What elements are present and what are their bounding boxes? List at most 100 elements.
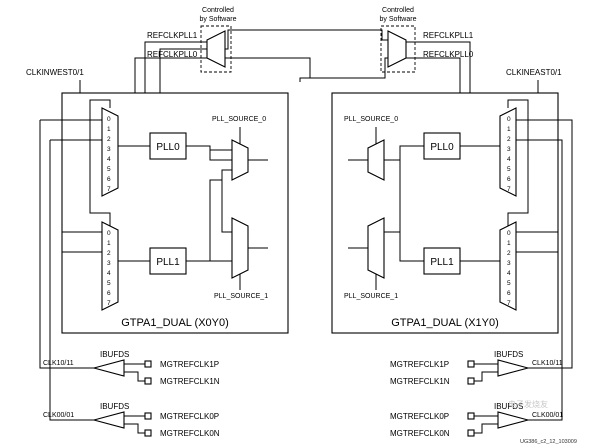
clkineast-label: CLKINEAST0/1 xyxy=(506,68,562,77)
mux-input-label: 5 xyxy=(507,166,511,173)
pad-p xyxy=(144,360,152,368)
pll1-block-left xyxy=(149,247,187,275)
mux-input-label: 2 xyxy=(107,136,111,143)
mux-input-label: 4 xyxy=(107,270,111,277)
ibufds-label: IBUFDS xyxy=(100,402,129,411)
mux-input-label: 7 xyxy=(507,186,511,193)
wire xyxy=(124,423,145,434)
pad-n xyxy=(144,429,152,437)
mgtrefclk0p-left: MGTREFCLK0P xyxy=(160,412,219,421)
wire xyxy=(89,99,111,226)
clkinwest-label: CLKINWEST0/1 xyxy=(26,68,84,77)
mgtrefclk1p-left: MGTREFCLK1P xyxy=(160,360,219,369)
figure-id: UG386_c2_12_103009 xyxy=(520,439,577,445)
ibufds-right-top: IBUFDS CLK10/11 MGTREFCLK1P MGTREFCLK1N xyxy=(390,350,563,386)
wire xyxy=(474,371,498,382)
pll-source-0-mux-left xyxy=(231,139,249,181)
mux-input-label: 1 xyxy=(107,126,111,133)
mux-left-upper xyxy=(101,107,119,197)
mux-input-label: 7 xyxy=(507,300,511,307)
mgtrefclk1n-left: MGTREFCLK1N xyxy=(160,377,220,386)
mux-input-label: 5 xyxy=(107,166,111,173)
ibufds-left-bottom: IBUFDS CLK00/01 MGTREFCLK0P MGTREFCLK0N xyxy=(43,402,220,438)
pll0-label-right: PLL0 xyxy=(430,142,454,153)
mux-input-label: 1 xyxy=(507,240,511,247)
refclkpll1-label-left: REFCLKPLL1 xyxy=(147,31,198,40)
pll-source-1-label-left: PLL_SOURCE_1 xyxy=(214,293,268,300)
mgtrefclk0n-right: MGTREFCLK0N xyxy=(390,429,450,438)
wire xyxy=(507,99,529,226)
mux-left-lower-inputs: 0 1 2 3 4 5 6 7 xyxy=(107,230,111,307)
refclk-mux-right xyxy=(387,30,407,68)
mux-right-lower-inputs: 0 1 2 3 4 5 6 7 xyxy=(507,230,511,307)
mux-input-label: 6 xyxy=(507,290,511,297)
mux-input-label: 4 xyxy=(107,156,111,163)
ibufds-label: IBUFDS xyxy=(100,350,129,359)
mux-right-lower xyxy=(499,221,517,311)
mux-input-label: 0 xyxy=(507,230,511,237)
pll0-block-left xyxy=(149,132,187,160)
ibufds-left-top: IBUFDS CLK10/11 MGTREFCLK1P MGTREFCLK1N xyxy=(43,350,220,386)
pad-n xyxy=(467,429,475,437)
ibufds-label: IBUFDS xyxy=(494,402,523,411)
refclkpll1-label-right: REFCLKPLL1 xyxy=(423,31,474,40)
mux-input-label: 5 xyxy=(507,280,511,287)
mux-input-label: 3 xyxy=(107,146,111,153)
mux-input-label: 6 xyxy=(107,290,111,297)
wire xyxy=(384,145,424,161)
clk00-label-right: CLK00/01 xyxy=(532,412,563,419)
mux-right-upper-inputs: 0 1 2 3 4 5 6 7 xyxy=(507,116,511,193)
pad-p xyxy=(467,412,475,420)
mux-right-upper xyxy=(499,107,517,197)
wire xyxy=(209,146,232,151)
software-mux-left: Controlled by Software REFCLKPLL1 REFCLK… xyxy=(147,7,237,73)
refclkpll0-label-left: REFCLKPLL0 xyxy=(147,50,198,59)
mux-input-label: 7 xyxy=(107,300,111,307)
mux-left-upper-inputs: 0 1 2 3 4 5 6 7 xyxy=(107,116,111,193)
pll-source-1-mux-left xyxy=(231,217,249,279)
mux-input-label: 2 xyxy=(507,136,511,143)
software-control-box-right xyxy=(380,25,416,73)
wire-clk10 xyxy=(39,120,70,369)
pll-source-1-mux-right xyxy=(367,217,385,279)
mux-input-label: 2 xyxy=(507,250,511,257)
mgtrefclk0n-left: MGTREFCLK0N xyxy=(160,429,220,438)
watermark: 电子发烧友 xyxy=(508,399,548,409)
wire xyxy=(186,169,232,262)
pad-p xyxy=(144,412,152,420)
mgtrefclk1p-right: MGTREFCLK1P xyxy=(390,360,449,369)
wire xyxy=(384,231,424,262)
software-mux-right: Controlled by Software REFCLKPLL1 REFCLK… xyxy=(380,7,474,73)
wire-top-cross-upper xyxy=(225,29,388,50)
mux-input-label: 1 xyxy=(507,126,511,133)
refclk-mux-left xyxy=(206,30,226,68)
wire-clk10-right xyxy=(516,119,573,369)
mux-input-label: 3 xyxy=(107,260,111,267)
ibufds-label: IBUFDS xyxy=(494,350,523,359)
mux-input-label: 0 xyxy=(507,116,511,123)
mux-input-label: 6 xyxy=(507,176,511,183)
tile-left: 0 1 2 3 4 5 6 7 0 1 2 3 4 5 6 7 PLL0 PLL… xyxy=(39,92,289,421)
mux-left-lower xyxy=(101,221,119,311)
tile-right-name: GTPA1_DUAL (X1Y0) xyxy=(391,317,499,329)
ibufds-buffer xyxy=(497,411,531,429)
clk00-label-left: CLK00/01 xyxy=(43,412,74,419)
pll-source-0-mux-right xyxy=(367,139,385,181)
wire-right-refmux-return xyxy=(310,57,388,79)
wire xyxy=(474,423,498,434)
refclkpll0-label-right: REFCLKPLL0 xyxy=(423,50,474,59)
mux-input-label: 3 xyxy=(507,146,511,153)
pll0-label-left: PLL0 xyxy=(156,142,180,153)
mgtrefclk0p-right: MGTREFCLK0P xyxy=(390,412,449,421)
controlled-label-left-line1: Controlled xyxy=(202,7,234,14)
pad-p xyxy=(467,360,475,368)
mux-input-label: 2 xyxy=(107,250,111,257)
pll1-label-right: PLL1 xyxy=(430,257,454,268)
mux-input-label: 7 xyxy=(107,186,111,193)
mux-input-label: 3 xyxy=(507,260,511,267)
wire xyxy=(124,371,145,382)
pll-source-0-label-left: PLL_SOURCE_0 xyxy=(212,116,266,123)
controlled-label-left-line2: by Software xyxy=(200,16,237,23)
controlled-label-right-line2: by Software xyxy=(380,16,417,23)
